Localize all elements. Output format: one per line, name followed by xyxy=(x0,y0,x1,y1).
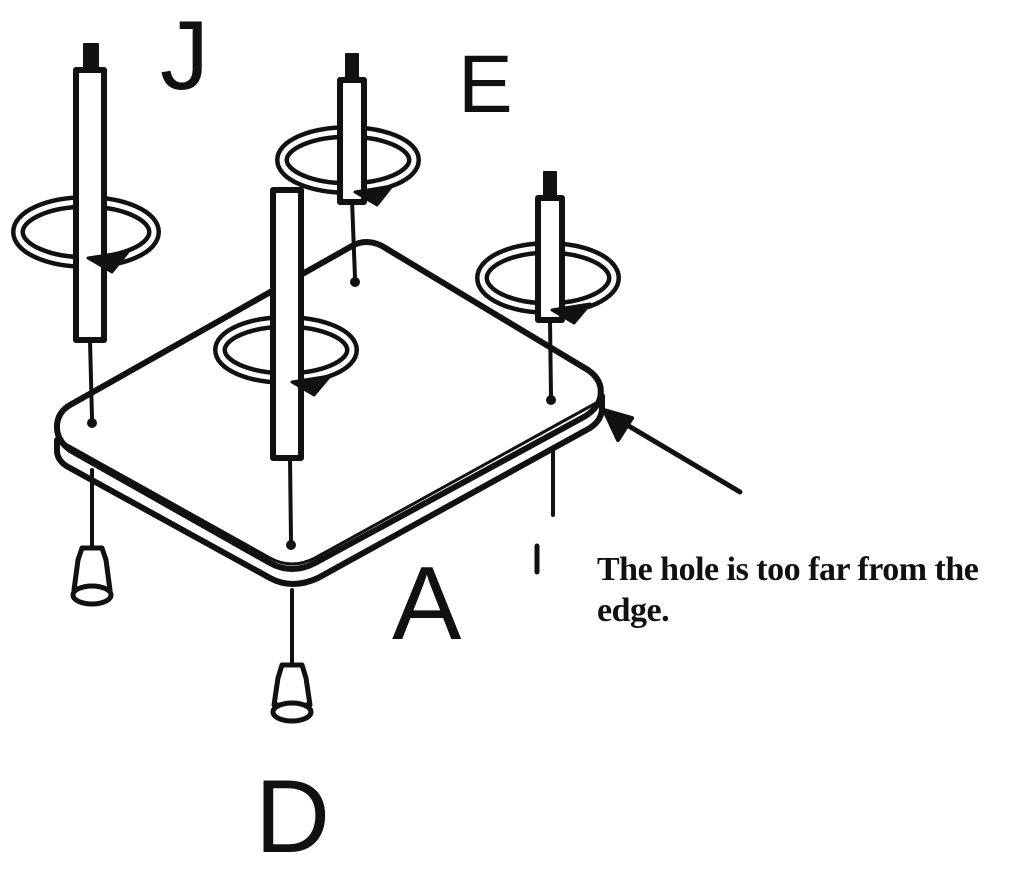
label-part-a: A xyxy=(392,546,462,662)
label-part-j: J xyxy=(160,0,209,110)
label-part-e: E xyxy=(458,39,513,130)
post-e xyxy=(275,53,421,280)
lower-stems xyxy=(90,448,555,664)
annotation-note: The hole is too far from the edge. xyxy=(597,551,979,629)
post-j xyxy=(11,43,161,420)
post-front xyxy=(213,187,359,542)
pointer-arrow xyxy=(602,408,743,495)
plate xyxy=(53,239,605,587)
foot-left xyxy=(70,545,114,607)
foot-front xyxy=(270,662,314,724)
post-right xyxy=(475,171,621,398)
plate-holes xyxy=(87,277,556,550)
label-part-d: D xyxy=(255,759,331,875)
